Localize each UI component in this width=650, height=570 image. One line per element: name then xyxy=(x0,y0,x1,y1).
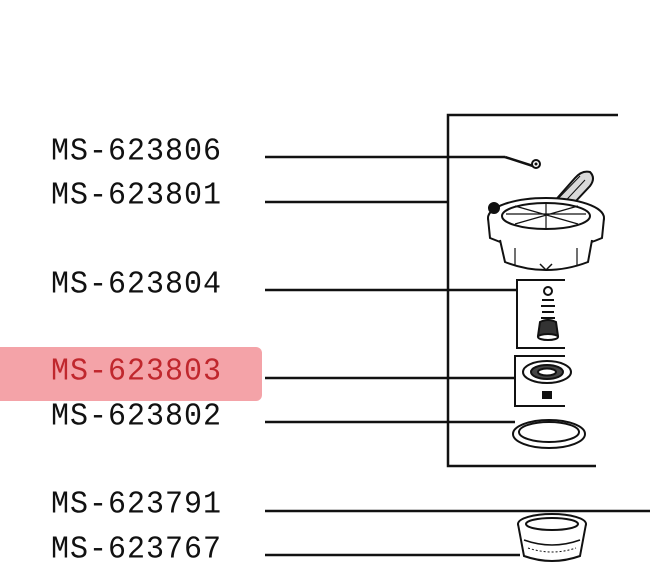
part-label-ms-623806[interactable]: MS-623806 xyxy=(51,134,223,170)
part-label-ms-623803[interactable]: MS-623803 xyxy=(51,354,223,390)
filter-disc-icon xyxy=(514,355,572,407)
leader-line-ms-623806-tip xyxy=(504,155,534,168)
part-label-ms-623791[interactable]: MS-623791 xyxy=(51,487,223,523)
gasket-ring-icon xyxy=(512,419,586,449)
assembly-group-bracket xyxy=(446,113,618,468)
leader-lines xyxy=(265,155,650,557)
part-label-ms-623804[interactable]: MS-623804 xyxy=(51,267,223,303)
filter-basket-icon xyxy=(517,513,587,562)
lid-with-handle-icon xyxy=(487,170,605,272)
screw-icon xyxy=(531,159,541,169)
part-label-ms-623802[interactable]: MS-623802 xyxy=(51,399,223,435)
part-label-ms-623767[interactable]: MS-623767 xyxy=(51,532,223,568)
part-label-ms-623801[interactable]: MS-623801 xyxy=(51,178,223,214)
selected-part-highlight xyxy=(0,347,262,401)
valve-spring-icon xyxy=(516,279,565,349)
